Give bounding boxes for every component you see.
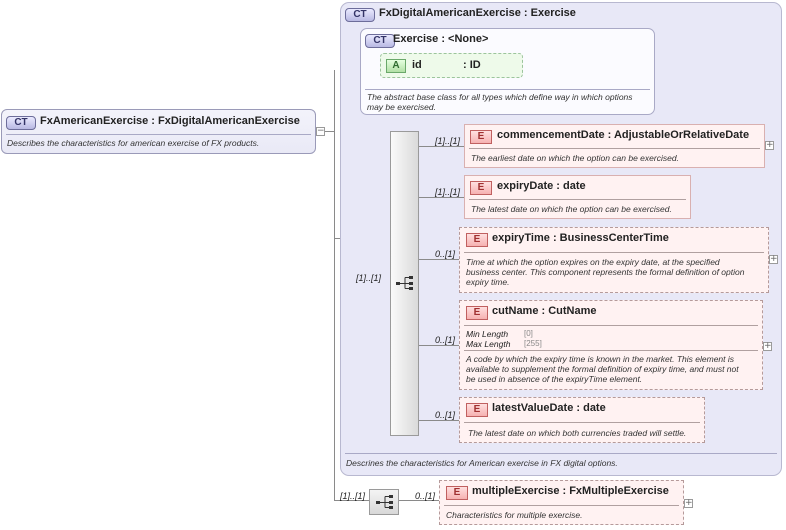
- facet-label: Min Length: [466, 329, 509, 339]
- attribute-id-box[interactable]: A id : ID: [380, 53, 523, 78]
- element-cardinality: 0..[1]: [435, 410, 456, 420]
- exercise-description-line2: may be exercised.: [367, 102, 436, 112]
- complex-type-icon: CT: [6, 116, 36, 130]
- complex-type-icon: CT: [345, 8, 375, 22]
- attribute-type: : ID: [463, 59, 481, 71]
- element-title: expiryTime : BusinessCenterTime: [492, 232, 669, 244]
- attribute-icon: A: [386, 59, 406, 73]
- element-commencement-date[interactable]: E commencementDate : AdjustableOrRelativ…: [464, 124, 765, 168]
- root-type-box[interactable]: CT FxAmericanExercise : FxDigitalAmerica…: [1, 109, 316, 154]
- expand-button[interactable]: +: [763, 341, 772, 351]
- exercise-type-title: Exercise : <None>: [393, 33, 489, 45]
- element-icon: E: [446, 486, 468, 500]
- divider: [464, 252, 764, 253]
- element-title: cutName : CutName: [492, 305, 597, 317]
- element-title: expiryDate : date: [497, 180, 586, 192]
- connector: [419, 259, 459, 260]
- connector: [316, 131, 334, 132]
- exercise-description-line1: The abstract base class for all types wh…: [367, 92, 633, 102]
- element-icon: E: [470, 181, 492, 195]
- connector: [419, 146, 464, 147]
- element-description: The latest date on which the option can …: [471, 204, 672, 214]
- facet-label: Max Length: [466, 339, 511, 349]
- divider: [444, 505, 679, 506]
- root-type-title: FxAmericanExercise : FxDigitalAmericanEx…: [40, 115, 300, 127]
- element-expiry-date[interactable]: E expiryDate : date The latest date on w…: [464, 175, 691, 219]
- facet-value: [255]: [524, 339, 542, 348]
- base-type-description: Descrines the characteristics for Americ…: [346, 458, 618, 468]
- sequence-cardinality: [1]..[1]: [340, 491, 366, 501]
- divider: [365, 89, 650, 90]
- sequence-icon: [396, 276, 413, 290]
- divider: [6, 134, 311, 135]
- element-cardinality: 0..[1]: [435, 335, 456, 345]
- element-cardinality: [1]..[1]: [435, 187, 461, 197]
- element-description-line: expiry time.: [466, 277, 510, 287]
- divider: [464, 325, 758, 326]
- element-cut-name[interactable]: E cutName : CutName Min Length [0] Max L…: [459, 300, 763, 390]
- element-icon: E: [466, 403, 488, 417]
- divider: [469, 148, 760, 149]
- element-description: The latest date on which both currencies…: [468, 428, 687, 438]
- sequence-cardinality: [1]..[1]: [356, 273, 382, 283]
- element-description: Characteristics for multiple exercise.: [446, 510, 583, 520]
- divider: [345, 453, 777, 454]
- element-cardinality: 0..[1]: [415, 491, 436, 501]
- element-title: latestValueDate : date: [492, 402, 606, 414]
- connector: [334, 500, 369, 501]
- collapse-button[interactable]: −: [316, 126, 325, 136]
- sequence-icon: [376, 495, 393, 509]
- divider: [464, 422, 700, 423]
- element-icon: E: [466, 233, 488, 247]
- divider: [469, 199, 686, 200]
- element-icon: E: [466, 306, 488, 320]
- expand-button[interactable]: +: [684, 498, 693, 508]
- divider: [464, 350, 758, 351]
- connector: [419, 345, 459, 346]
- element-cardinality: [1]..[1]: [435, 136, 461, 146]
- facet-value: [0]: [524, 329, 533, 338]
- connector: [419, 420, 459, 421]
- element-description-line: A code by which the expiry time is known…: [466, 354, 735, 364]
- attribute-name: id: [412, 59, 422, 71]
- element-title: multipleExercise : FxMultipleExercise: [472, 485, 669, 497]
- element-description-line: Time at which the option expires on the …: [466, 257, 720, 267]
- connector: [334, 70, 335, 500]
- element-description-line: business center. This component represen…: [466, 267, 745, 277]
- expand-button[interactable]: +: [769, 254, 778, 264]
- element-description-line: be used in absence of the expiryTime ele…: [466, 374, 643, 384]
- element-multiple-exercise[interactable]: E multipleExercise : FxMultipleExercise …: [439, 480, 684, 525]
- root-type-description: Describes the characteristics for americ…: [7, 138, 260, 148]
- complex-type-icon: CT: [365, 34, 395, 48]
- element-cardinality: 0..[1]: [435, 249, 456, 259]
- connector: [419, 197, 464, 198]
- element-description: The earliest date on which the option ca…: [471, 153, 679, 163]
- base-type-title: FxDigitalAmericanExercise : Exercise: [379, 7, 576, 19]
- element-title: commencementDate : AdjustableOrRelativeD…: [497, 129, 750, 141]
- expand-button[interactable]: +: [765, 140, 774, 150]
- element-icon: E: [470, 130, 492, 144]
- element-description-line: available to supplement the formal defin…: [466, 364, 739, 374]
- connector: [399, 500, 439, 501]
- element-expiry-time[interactable]: E expiryTime : BusinessCenterTime Time a…: [459, 227, 769, 293]
- element-latest-value-date[interactable]: E latestValueDate : date The latest date…: [459, 397, 705, 443]
